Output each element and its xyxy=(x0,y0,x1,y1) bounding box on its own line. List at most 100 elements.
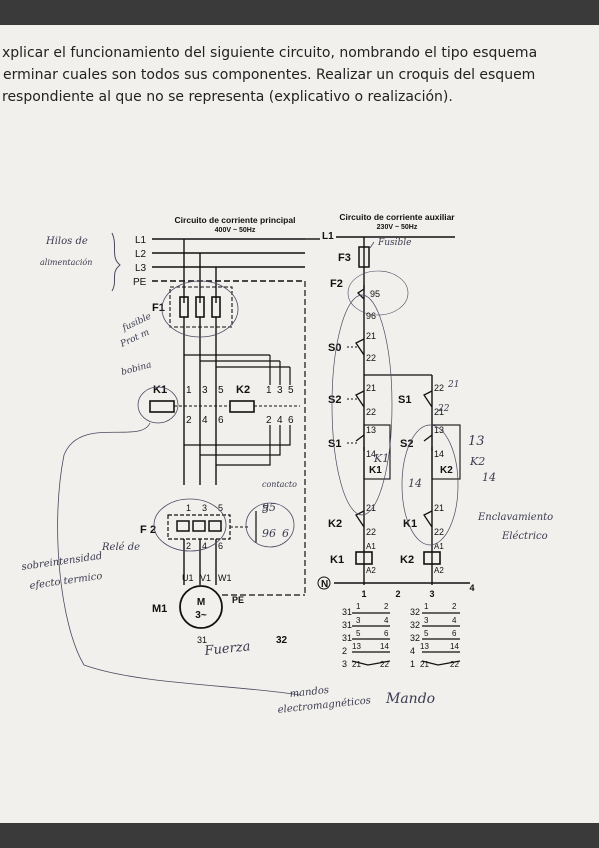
s1-right-term-22: 22 xyxy=(434,383,444,393)
interlock-k2-term-21: 21 xyxy=(366,503,376,513)
k2-tbl-b2: 3 xyxy=(424,616,429,625)
k2-tbl-c5: 22 xyxy=(450,660,459,669)
main-circuit-voltage: 400V ~ 50Hz xyxy=(215,227,256,234)
s1-right-contact xyxy=(423,390,433,408)
k1-hold-label: K1 xyxy=(369,465,382,476)
note-6: 6 xyxy=(282,527,289,540)
k1-hold-loop xyxy=(363,424,391,480)
k1-term-3: 3 xyxy=(202,385,208,396)
note-alimentacion: alimentación xyxy=(40,258,92,267)
main-circuit-title: Circuito de corriente principal xyxy=(175,215,296,225)
motor-label: M1 xyxy=(152,603,167,615)
contactor-k1-label: K1 xyxy=(153,384,167,396)
fuse-f1-box xyxy=(169,286,233,328)
relay-term-5: 5 xyxy=(218,503,223,513)
note-mandos-1: mandos xyxy=(289,685,329,700)
k2-hold-loop xyxy=(431,424,461,480)
k2-tbl-b1: 1 xyxy=(424,602,429,611)
line-l2-label: L2 xyxy=(135,249,147,260)
k1-tbl-b5: 21 xyxy=(352,660,361,669)
k2-tbl-c4: 14 xyxy=(450,642,459,651)
note-22: 22 xyxy=(437,404,450,414)
note-21: 21 xyxy=(447,380,459,390)
k2-term-3: 3 xyxy=(277,385,283,396)
k1-term-5: 5 xyxy=(218,385,224,396)
note-95: 95 xyxy=(262,501,276,514)
note-k1: K1 xyxy=(373,452,389,465)
neutral-circle xyxy=(317,576,331,590)
motor-term-w1: W1 xyxy=(218,573,232,583)
motor-m-text: M xyxy=(197,597,205,608)
note-contact-circle xyxy=(245,502,295,548)
note-relay-circle xyxy=(153,498,227,552)
relay-term-3: 3 xyxy=(202,503,207,513)
thermal-element-1 xyxy=(176,520,190,532)
k2-tbl-b3: 5 xyxy=(424,629,429,638)
prompt-line-2: erminar cuales son todos sus componentes… xyxy=(3,67,536,83)
circuit-diagram: Circuito de corriente principal 400V ~ 5… xyxy=(21,212,553,716)
thermal-element-2 xyxy=(192,520,206,532)
k2-term-4: 4 xyxy=(277,415,283,426)
k2-tbl-c1: 2 xyxy=(452,602,457,611)
k1-tbl-a1: 31 xyxy=(342,607,352,617)
s1-right-term-21: 21 xyxy=(434,407,444,417)
note-enclavamiento-2: Eléctrico xyxy=(501,531,548,542)
fuse-f1-label: F1 xyxy=(152,302,165,314)
s2-left-contact xyxy=(355,390,365,408)
s1-right-label: S1 xyxy=(398,394,411,406)
k1-tbl-b3: 5 xyxy=(356,629,361,638)
note-13: 13 xyxy=(468,434,485,449)
interlock-k2-label: K2 xyxy=(328,518,342,530)
note-rele-2: sobreintensidad xyxy=(21,551,103,573)
num-31: 31 xyxy=(197,635,207,645)
s0-term-21: 21 xyxy=(366,331,376,341)
note-rele-1: Relé de xyxy=(101,542,140,553)
coil-k2 xyxy=(423,551,441,565)
line-l3-label: L3 xyxy=(135,263,147,274)
k1-tbl-c3: 6 xyxy=(384,629,389,638)
k2-term-5: 5 xyxy=(288,385,294,396)
s2-left-term-22: 22 xyxy=(366,407,376,417)
motor-term-u1: U1 xyxy=(182,573,194,583)
coil-k2-label: K2 xyxy=(400,554,414,566)
k1-tbl-a5: 3 xyxy=(342,659,347,669)
f2-contact xyxy=(356,285,365,300)
note-coil-arrow xyxy=(57,422,301,696)
k2-tbl-c3: 6 xyxy=(452,629,457,638)
s1-left-term-13: 13 xyxy=(366,425,376,435)
note-5: 5 xyxy=(262,503,269,516)
contactor-k1-coil xyxy=(149,400,175,413)
s2-right-label: S2 xyxy=(400,438,413,450)
reverse-wire-3 xyxy=(184,425,291,446)
k1-term-1: 1 xyxy=(186,385,192,396)
s0-term-22: 22 xyxy=(366,353,376,363)
coil-k1-a1: A1 xyxy=(366,542,376,551)
k1-term-6: 6 xyxy=(218,415,224,426)
k1-tbl-c4: 14 xyxy=(380,642,389,651)
line-l1-label: L1 xyxy=(135,235,147,246)
circuit-num-2: 2 xyxy=(395,589,400,599)
k2-tbl-b5: 21 xyxy=(420,660,429,669)
circuit-num-4: 4 xyxy=(469,583,474,593)
contactor-k2-coil xyxy=(229,400,255,413)
note-fuerza: Fuerza xyxy=(203,639,251,659)
line-pe-label: PE xyxy=(133,277,147,288)
k2-tbl-a5: 1 xyxy=(410,659,415,669)
note-brace xyxy=(111,232,121,292)
k1-tbl-c5: 22 xyxy=(380,660,389,669)
note-mando: Mando xyxy=(385,691,435,707)
coil-k1-a2: A2 xyxy=(366,566,376,575)
neutral-label: N xyxy=(321,579,328,590)
thermal-element-3 xyxy=(208,520,222,532)
prompt-line-3: respondiente al que no se representa (ex… xyxy=(2,89,453,105)
relay-number: 2 xyxy=(150,524,156,536)
k1-tbl-a2: 31 xyxy=(342,620,352,630)
relay-term-6: 6 xyxy=(218,541,223,551)
k2-tbl-a2: 32 xyxy=(410,620,420,630)
k2-tbl-b4: 13 xyxy=(420,642,429,651)
note-aux-right-loop xyxy=(401,424,459,546)
k2-tbl-a3: 32 xyxy=(410,633,420,643)
exercise-prompt: xplicar el funcionamiento del siguiente … xyxy=(0,42,599,108)
reverse-wire-2 xyxy=(200,425,281,456)
s2-right-contact xyxy=(423,434,433,451)
